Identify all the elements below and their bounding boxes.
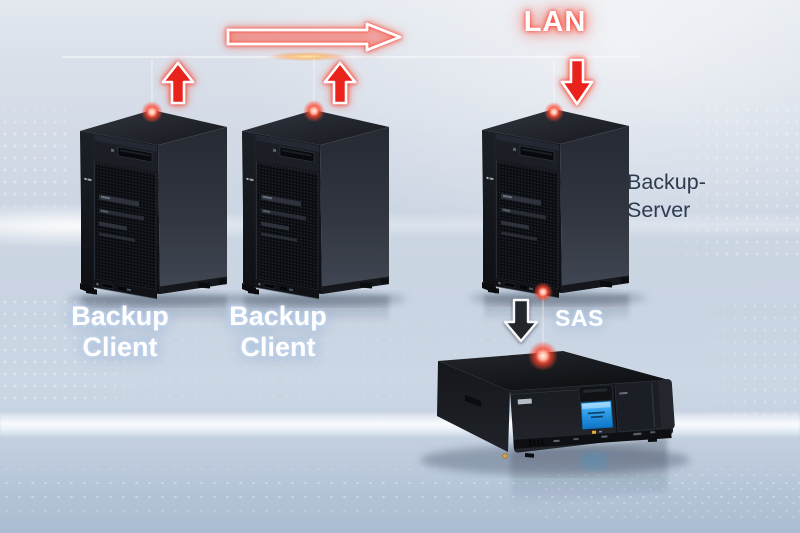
halftone-dots-top-left [0,92,66,224]
backup-server-label: Backup- Server [627,168,706,224]
halftone-dots-right [662,104,800,256]
label-line: Backup [229,301,327,331]
backup-client-1-tower [68,110,244,322]
label-line: Client [240,332,316,362]
client2-upload-arrow-icon [323,61,357,105]
halftone-dots-lower-right [700,300,800,428]
sas-down-arrow-icon [503,298,539,343]
label-line: Backup [71,301,169,331]
label-line: Backup- [627,170,706,194]
lan-label: LAN [523,6,587,38]
backup-client-1-label: Backup Client [40,301,200,363]
label-line: Server [627,198,691,222]
client1-upload-arrow-icon [161,61,195,105]
lan-hotspot-glow [267,52,347,61]
backup-client-2-tower [230,110,406,322]
backup-client-2-label: Backup Client [198,301,358,363]
lan-bus-line [22,52,652,61]
tape-library-unit [420,351,690,506]
label-line: Client [82,332,158,362]
lan-download-arrow-icon [560,58,594,106]
backup-server-tower [470,109,646,321]
sas-label: SAS [555,305,604,331]
connection-glow-dots [141,100,564,371]
lan-flow-right-arrow-icon [226,22,402,52]
